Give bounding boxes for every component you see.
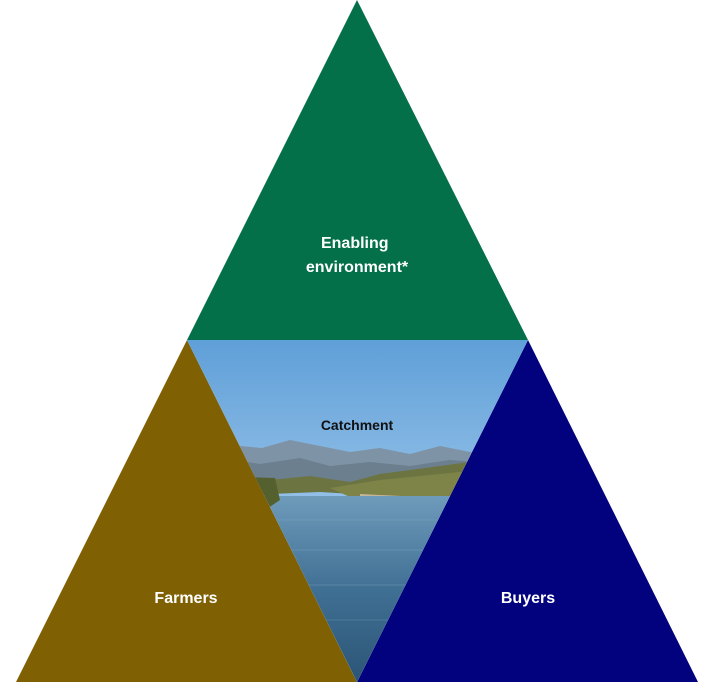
center-triangle-label: Catchment (321, 417, 394, 433)
right-triangle (357, 340, 698, 682)
top-label-line2: environment* (306, 259, 409, 276)
top-label-line1: Enabling (321, 235, 389, 252)
left-triangle-label: Farmers (154, 590, 217, 607)
top-triangle-label: Enabling environment* (306, 235, 409, 276)
top-triangle (187, 0, 528, 340)
right-triangle-label: Buyers (501, 590, 555, 607)
left-triangle (16, 340, 357, 682)
